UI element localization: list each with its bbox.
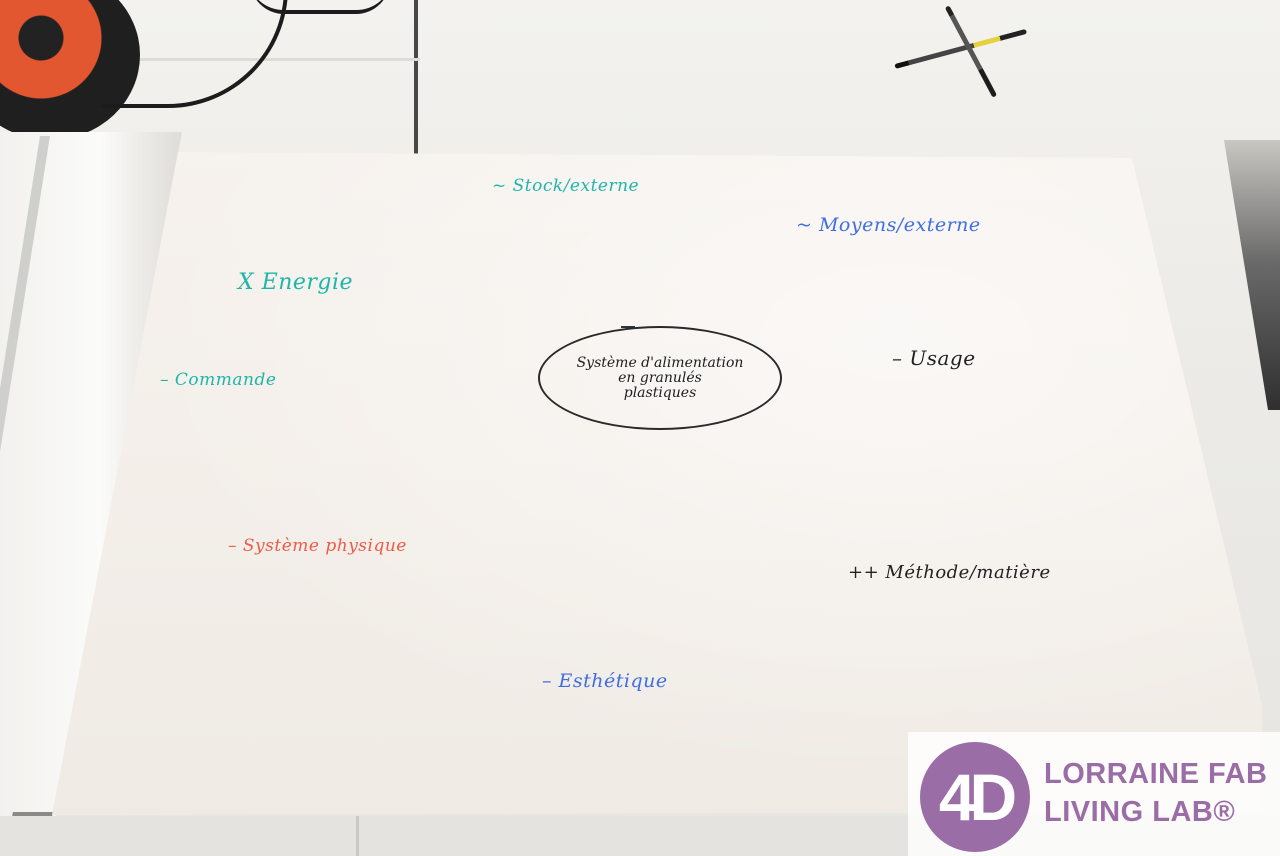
central-line-3: plastiques xyxy=(623,385,697,401)
central-topic: Système d'alimentation en granulés plast… xyxy=(538,356,782,401)
black-cable-segment xyxy=(250,0,390,14)
logo-line-2: LIVING LAB® xyxy=(1044,796,1236,828)
note-systeme-physique: – Système physique xyxy=(228,536,407,556)
table-edge-seam xyxy=(356,816,359,856)
note-usage: – Usage xyxy=(892,346,976,370)
note-methode: ++ Méthode/matière xyxy=(848,562,1051,583)
note-esthetique: – Esthétique xyxy=(542,670,668,692)
note-moyens: ~ Moyens/externe xyxy=(796,214,981,236)
note-energie: X Energie xyxy=(238,270,354,295)
central-line-2: en granulés xyxy=(618,370,702,386)
central-ellipse xyxy=(538,326,782,430)
table-seam xyxy=(414,0,418,160)
note-commande: – Commande xyxy=(160,370,277,390)
logo-line-1: LORRAINE FAB xyxy=(1044,758,1268,790)
logo-mark: 4D xyxy=(920,742,1030,852)
central-line-1: Système d'alimentation xyxy=(576,355,744,371)
note-stock: ~ Stock/externe xyxy=(492,176,640,196)
